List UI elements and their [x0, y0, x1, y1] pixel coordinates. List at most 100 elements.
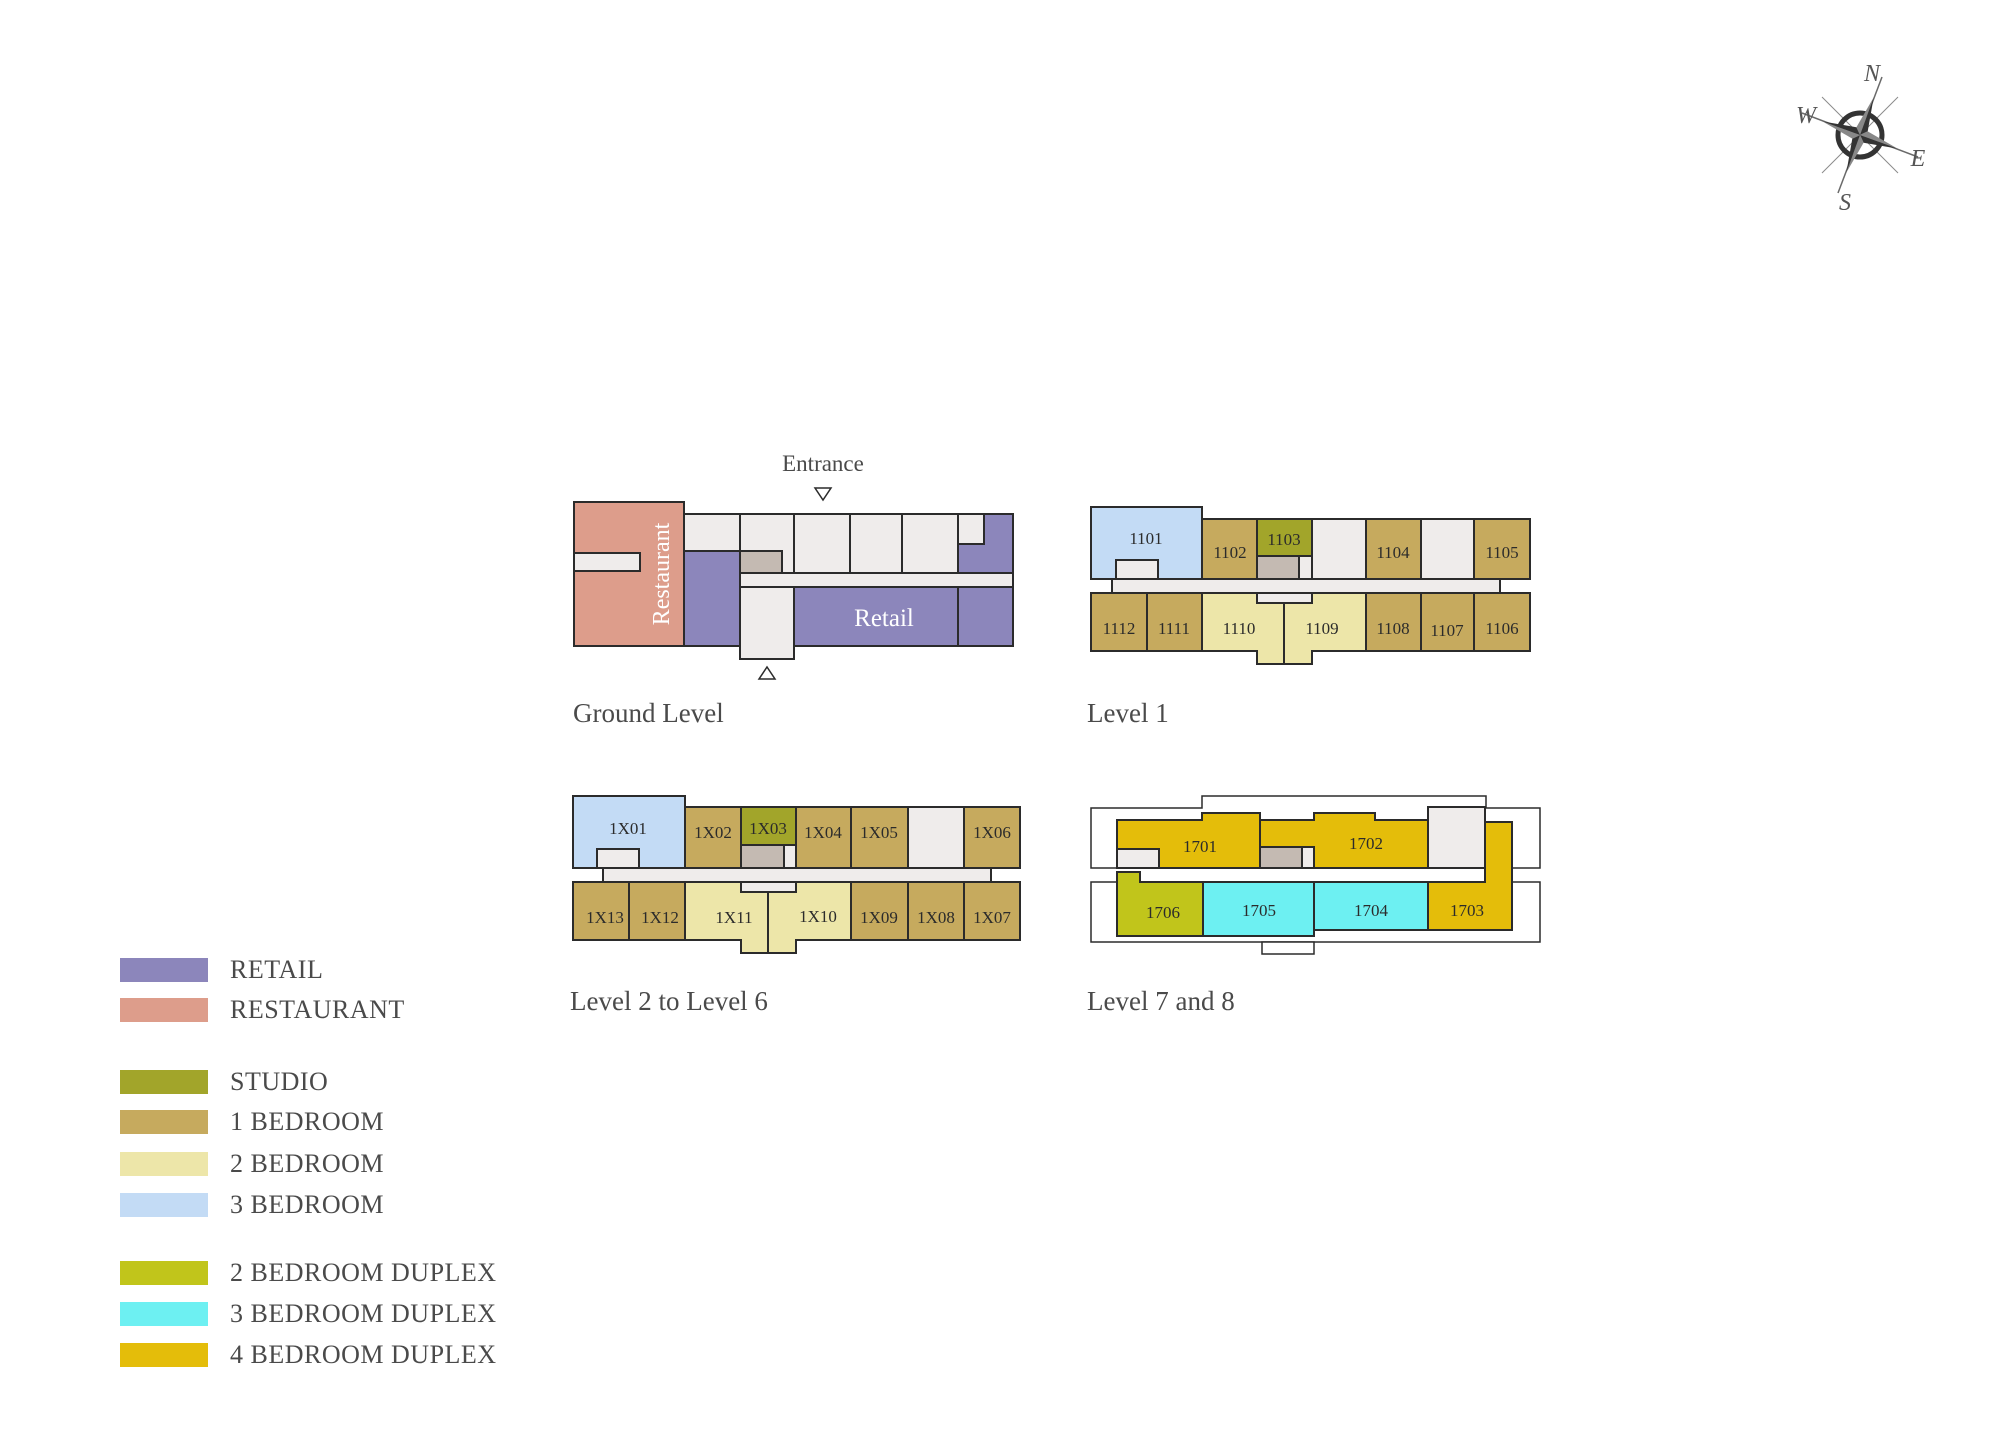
label-1108: 1108	[1376, 619, 1409, 638]
compass-rose-icon: N E S W	[1796, 61, 1926, 215]
unit-1108[interactable]	[1365, 592, 1422, 652]
legend-swatch-3-bedroom-duplex	[120, 1302, 208, 1326]
restaurant-area[interactable]	[573, 501, 685, 647]
stair-level2	[783, 844, 797, 869]
level-2-6-plan: 1X01 1X02 1X03 1X04 1X05 1X06 1X07 1X08 …	[570, 795, 1021, 1016]
label-1110: 1110	[1223, 619, 1256, 638]
unit-1X01-balcony	[596, 848, 640, 869]
level-7-8-plan: 1701 1702 1703 1704 1705 1706 Level 7 an…	[1087, 795, 1541, 1016]
retail-main[interactable]	[793, 586, 959, 647]
label-1705: 1705	[1242, 901, 1276, 920]
south-lobby	[739, 586, 795, 660]
unit-1X09[interactable]	[850, 881, 909, 941]
label-1704: 1704	[1354, 901, 1389, 920]
unit-1704[interactable]	[1313, 881, 1429, 931]
compass-star	[1822, 97, 1898, 173]
label-1X07: 1X07	[973, 908, 1011, 927]
label-1109: 1109	[1305, 619, 1338, 638]
unit-1106[interactable]	[1473, 592, 1531, 652]
ground-corridor	[739, 572, 1014, 588]
terrace-notch-south	[1261, 941, 1315, 955]
common-n5	[901, 513, 959, 574]
legend-label-retail: RETAIL	[230, 955, 324, 984]
legend-item-retail: RETAIL	[120, 955, 323, 985]
retail-east[interactable]	[957, 586, 1014, 647]
core-ground	[739, 550, 783, 574]
label-1X06: 1X06	[973, 823, 1011, 842]
legend-label-1-bedroom: 1 BEDROOM	[230, 1107, 385, 1136]
legend-swatch-2-bedroom	[120, 1152, 208, 1176]
common-n4	[849, 513, 903, 574]
common-n6	[957, 513, 985, 545]
label-1104: 1104	[1376, 543, 1410, 562]
label-1706: 1706	[1146, 903, 1180, 922]
core-level1	[1256, 555, 1300, 580]
legend-label-3-bedroom-duplex: 3 BEDROOM DUPLEX	[230, 1299, 497, 1328]
level-1-title: Level 1	[1087, 698, 1169, 728]
common-level2	[907, 806, 965, 869]
legend-label-3-bedroom: 3 BEDROOM	[230, 1190, 385, 1219]
corridor-level2	[602, 867, 992, 883]
label-1106: 1106	[1485, 619, 1518, 638]
label-1105: 1105	[1485, 543, 1518, 562]
restaurant-label: Restaurant	[649, 522, 675, 625]
unit-1X06[interactable]	[963, 806, 1021, 869]
label-1X04: 1X04	[804, 823, 842, 842]
legend-item-4-bedroom-duplex: 4 BEDROOM DUPLEX	[120, 1340, 497, 1370]
unit-1705[interactable]	[1202, 881, 1315, 937]
legend-item-3-bedroom: 3 BEDROOM	[120, 1190, 384, 1220]
legend-label-2-bedroom: 2 BEDROOM	[230, 1149, 385, 1178]
legend-swatch-studio	[120, 1070, 208, 1094]
common-level1-a	[1311, 518, 1367, 580]
legend-item-studio: STUDIO	[120, 1067, 328, 1097]
unit-1101-balcony	[1115, 559, 1159, 580]
level-1-plan: 1101 1102 1103 1104 1105 1106 1107 1108 …	[1087, 506, 1531, 728]
label-1112: 1112	[1103, 619, 1136, 638]
unit-1102[interactable]	[1201, 518, 1258, 580]
lobby-level2	[740, 881, 797, 893]
legend: RETAIL RESTAURANT STUDIO 1 BEDROOM 2 BED…	[120, 955, 580, 1375]
compass-s: S	[1839, 190, 1851, 215]
core-level2	[740, 844, 785, 869]
label-1X13: 1X13	[586, 908, 624, 927]
legend-label-4-bedroom-duplex: 4 BEDROOM DUPLEX	[230, 1340, 497, 1369]
compass-ring	[1835, 110, 1885, 160]
core-level7	[1259, 846, 1303, 869]
entrance-north-marker[interactable]	[813, 487, 833, 502]
unit-1X12[interactable]	[628, 881, 686, 941]
legend-item-restaurant: RESTAURANT	[120, 995, 405, 1025]
unit-1X13[interactable]	[572, 881, 630, 941]
label-1X03: 1X03	[749, 819, 787, 838]
level-2-6-title: Level 2 to Level 6	[570, 986, 768, 1016]
entrance-south-marker[interactable]	[757, 665, 777, 680]
unit-1X08[interactable]	[907, 881, 965, 941]
entrance-label: Entrance	[782, 451, 864, 476]
stair-level1	[1298, 555, 1313, 580]
label-1702: 1702	[1349, 834, 1383, 853]
label-1X01: 1X01	[609, 819, 647, 838]
label-1703: 1703	[1450, 901, 1484, 920]
lobby-level1	[1256, 592, 1313, 604]
legend-item-2-bedroom: 2 BEDROOM	[120, 1149, 384, 1179]
unit-1X07[interactable]	[963, 881, 1021, 941]
unit-1105[interactable]	[1473, 518, 1531, 580]
legend-swatch-retail	[120, 958, 208, 982]
legend-label-restaurant: RESTAURANT	[230, 995, 405, 1024]
unit-1104[interactable]	[1365, 518, 1422, 580]
common-n1	[683, 513, 741, 552]
label-1701: 1701	[1183, 837, 1217, 856]
label-1111: 1111	[1158, 619, 1190, 638]
legend-swatch-restaurant	[120, 998, 208, 1022]
label-1107: 1107	[1430, 621, 1464, 640]
retail-west[interactable]	[683, 550, 741, 647]
label-1X09: 1X09	[860, 908, 898, 927]
label-1X05: 1X05	[860, 823, 898, 842]
compass-n: N	[1863, 61, 1882, 87]
unit-1X02[interactable]	[684, 806, 742, 869]
label-1X02: 1X02	[694, 823, 732, 842]
compass-w: W	[1796, 103, 1818, 129]
label-1101: 1101	[1129, 529, 1162, 548]
legend-swatch-4-bedroom-duplex	[120, 1343, 208, 1367]
label-1102: 1102	[1213, 543, 1246, 562]
